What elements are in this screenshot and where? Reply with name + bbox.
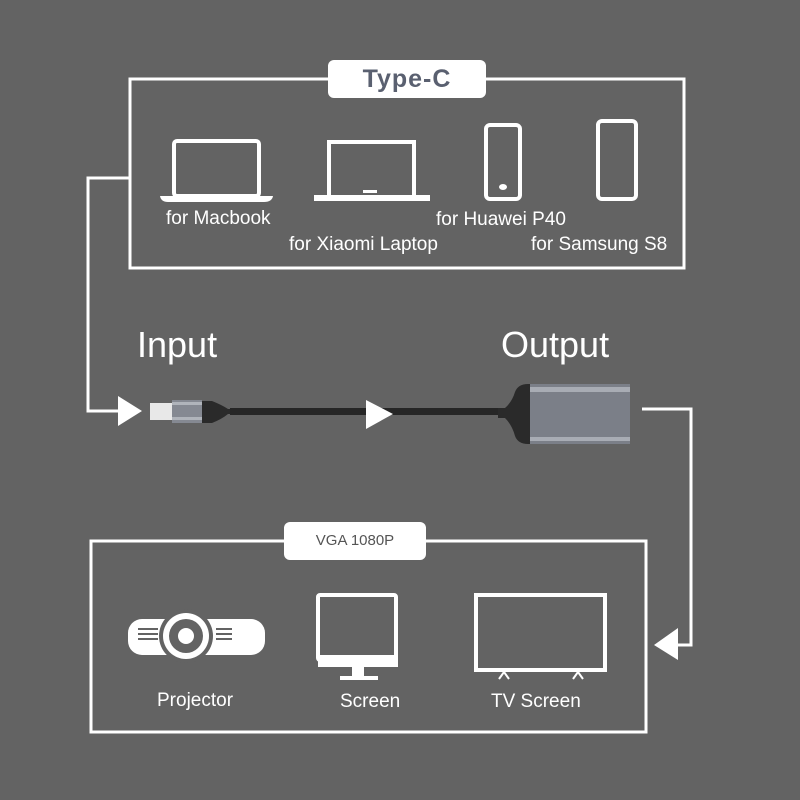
input-arrow-icon <box>118 396 142 426</box>
flow-arrow-icon <box>366 400 393 429</box>
laptop-icon <box>160 139 273 202</box>
device-label: for Huawei P40 <box>436 209 566 230</box>
output-label: Output <box>501 324 610 365</box>
input-flow-line <box>86 176 130 413</box>
vga-adapter-body <box>498 384 630 444</box>
cable <box>230 408 500 415</box>
output-flow-line <box>642 407 693 647</box>
monitor-icon <box>316 593 398 680</box>
output-arrow-icon <box>654 628 678 660</box>
device-label: TV Screen <box>491 691 581 712</box>
device-label: for Macbook <box>166 208 271 229</box>
vga-title: VGA 1080P <box>284 522 426 560</box>
input-label: Input <box>137 324 218 365</box>
laptop-icon <box>314 140 430 201</box>
usb-c-plug <box>150 400 232 423</box>
device-label: Screen <box>340 691 401 712</box>
device-label: Projector <box>157 690 234 711</box>
phone-icon <box>484 123 522 201</box>
tv-icon <box>474 593 607 680</box>
projector-icon <box>128 609 265 663</box>
type-c-title: Type-C <box>328 60 486 98</box>
device-label: for Xiaomi Laptop <box>289 234 438 255</box>
phone-icon <box>596 119 638 201</box>
vga-box <box>89 539 648 734</box>
device-label: for Samsung S8 <box>531 234 668 255</box>
type-c-box <box>128 77 686 270</box>
